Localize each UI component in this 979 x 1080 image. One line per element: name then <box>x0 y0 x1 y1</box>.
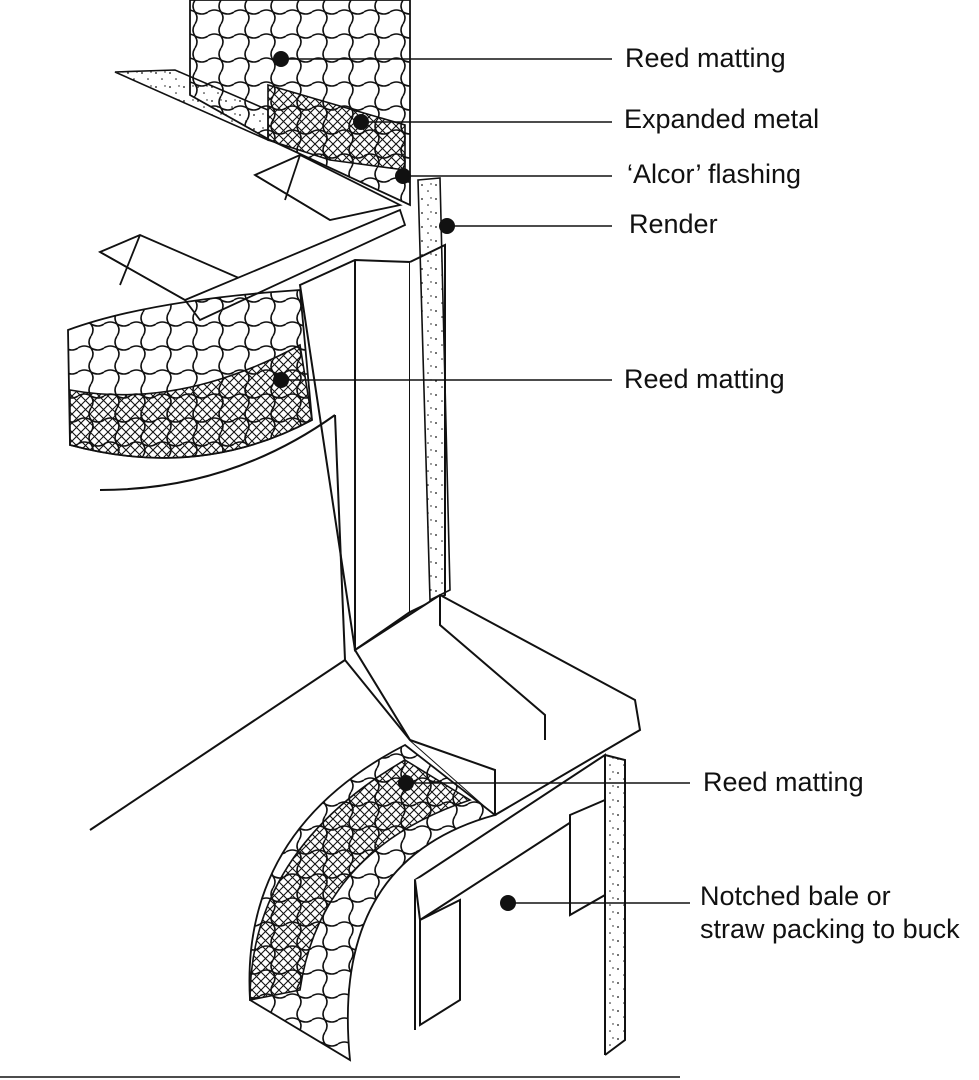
dot-reed-matting-middle <box>273 372 289 388</box>
leader-dots <box>273 51 516 911</box>
middle-curved-reed-matting <box>67 289 313 459</box>
label-reed-matting-lower: Reed matting <box>703 767 864 797</box>
lintel-blocks <box>97 154 407 322</box>
label-reed-matting-middle: Reed matting <box>624 364 785 394</box>
label-notched-bale: Notched bale or straw packing to buck <box>700 880 960 946</box>
dot-expanded-metal <box>353 114 369 130</box>
render-edge-strip <box>417 177 451 602</box>
dot-reed-matting-top <box>273 51 289 67</box>
upper-render-strip <box>114 69 269 142</box>
dot-alcor-flashing <box>395 168 411 184</box>
dot-notched-bale <box>500 895 516 911</box>
label-reed-matting-top: Reed matting <box>625 43 786 73</box>
dot-render <box>439 218 455 234</box>
label-alcor-flashing: ‘Alcor’ flashing <box>627 159 802 189</box>
render-wall-body <box>89 414 411 831</box>
window-sill <box>353 593 642 817</box>
leader-lines <box>281 58 690 904</box>
dot-reed-matting-lower <box>398 775 414 791</box>
label-render: Render <box>629 209 718 239</box>
label-expanded-metal: Expanded metal <box>624 104 820 134</box>
label-notched-bale-line1: Notched bale or <box>700 881 891 911</box>
lower-arch-reed-matting <box>248 743 497 1062</box>
label-notched-bale-line2: straw packing to buck <box>700 914 960 944</box>
